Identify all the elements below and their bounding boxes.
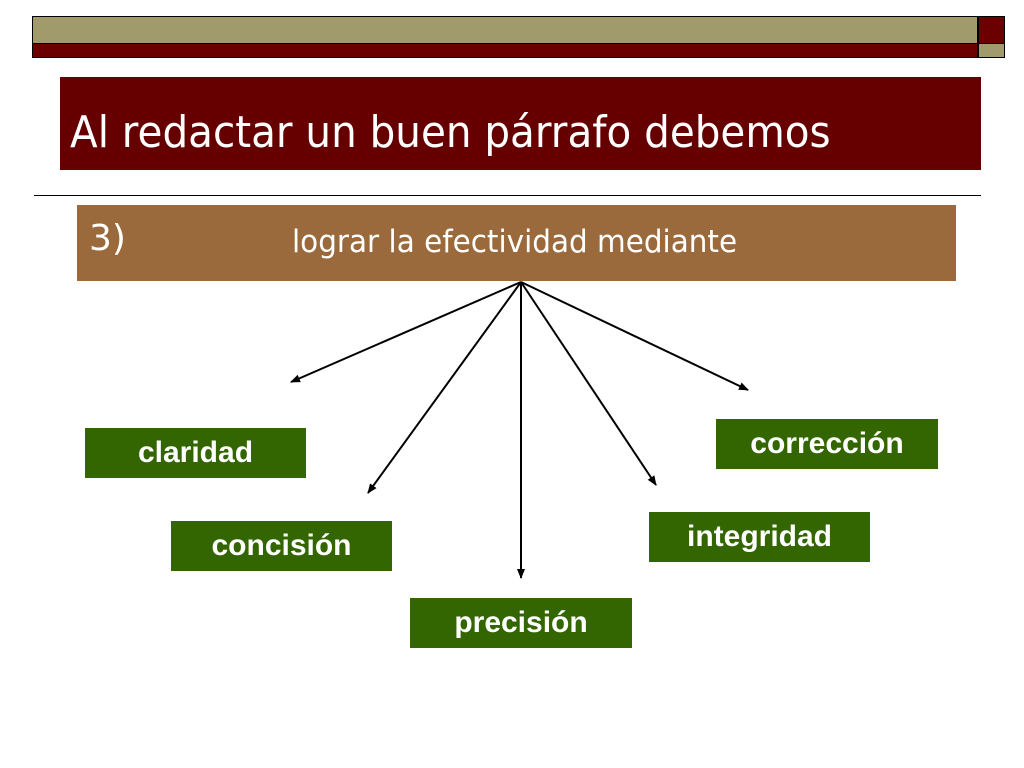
arrow-to-correccion xyxy=(520,281,749,391)
subtitle-banner: 3) lograr la efectividad mediante xyxy=(77,205,956,281)
decorative-square-olive xyxy=(978,43,1005,58)
node-integridad: integridad xyxy=(649,512,870,562)
slide-title: Al redactar un buen párrafo debemos xyxy=(70,107,831,158)
arrow-to-claridad xyxy=(290,281,522,383)
node-precision: precisión xyxy=(410,598,632,648)
decorative-bar-red xyxy=(32,43,978,58)
arrow-to-integridad xyxy=(520,281,657,486)
node-correccion: corrección xyxy=(716,419,938,469)
node-claridad: claridad xyxy=(85,428,306,478)
title-divider xyxy=(34,195,981,196)
subtitle-text: lograr la efectividad mediante xyxy=(292,224,738,260)
title-banner: Al redactar un buen párrafo debemos xyxy=(60,77,981,170)
arrow-to-concision xyxy=(367,281,522,494)
node-concision: concisión xyxy=(171,521,392,571)
subtitle-number: 3) xyxy=(89,218,126,259)
